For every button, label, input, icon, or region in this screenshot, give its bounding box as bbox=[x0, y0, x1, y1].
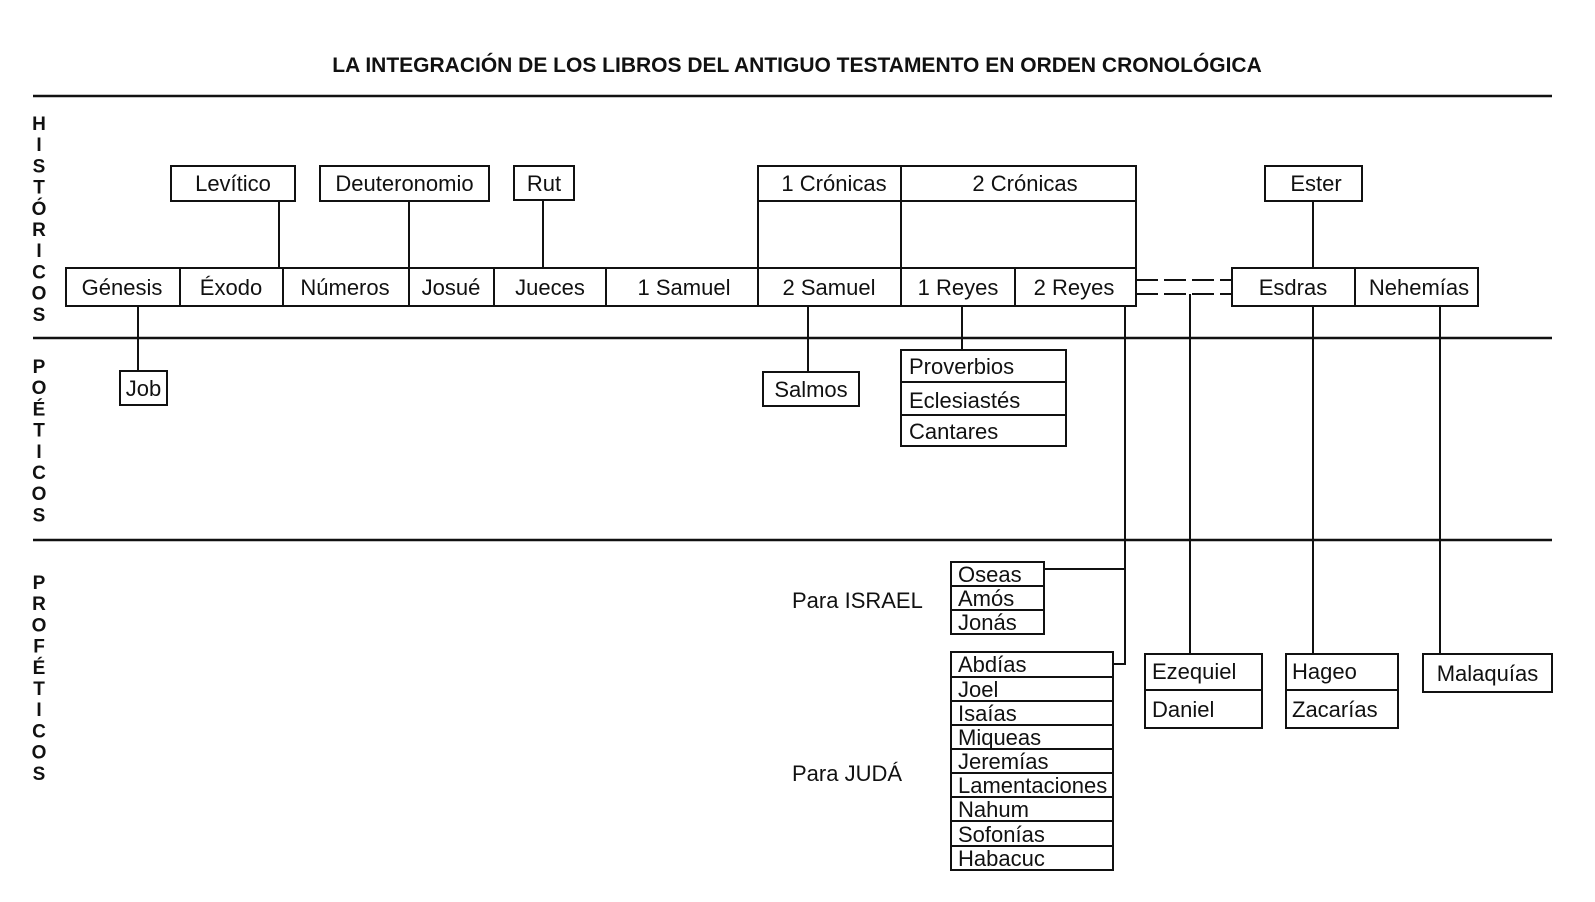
book-levitico: Levítico bbox=[195, 171, 271, 196]
book-ezequiel: Ezequiel bbox=[1152, 659, 1236, 684]
book-jonas: Jonás bbox=[958, 610, 1017, 635]
label-para-juda: Para JUDÁ bbox=[792, 761, 902, 786]
box-proverbios bbox=[900, 349, 1067, 383]
book-joel: Joel bbox=[958, 677, 998, 702]
upper-history-row: Levítico Deuteronomio Rut 1 Crónicas 2 C… bbox=[170, 165, 1363, 202]
book-samuel2: 2 Samuel bbox=[783, 275, 876, 300]
diagram-title: LA INTEGRACIÓN DE LOS LIBROS DEL ANTIGUO… bbox=[332, 53, 1261, 77]
book-josue: Josué bbox=[422, 275, 481, 300]
book-abdias: Abdías bbox=[958, 652, 1027, 677]
box-genesis bbox=[65, 267, 181, 307]
box-cantares bbox=[900, 414, 1067, 447]
book-samuel1: 1 Samuel bbox=[638, 275, 731, 300]
box-joel bbox=[950, 676, 1114, 702]
main-history-row: Génesis Éxodo Números Josué Jueces 1 Sam… bbox=[65, 267, 1479, 307]
book-rut: Rut bbox=[527, 171, 561, 196]
label-para-israel: Para ISRAEL bbox=[792, 588, 923, 613]
book-amos: Amós bbox=[958, 586, 1014, 611]
book-numeros: Números bbox=[300, 275, 389, 300]
connectors bbox=[137, 200, 1441, 665]
book-exodo: Éxodo bbox=[200, 275, 262, 300]
box-hageo bbox=[1285, 653, 1399, 691]
box-jeremias bbox=[950, 748, 1114, 774]
book-isaias: Isaías bbox=[958, 701, 1017, 726]
book-nahum: Nahum bbox=[958, 797, 1029, 822]
box-esdras bbox=[1231, 267, 1356, 307]
box-deuteronomio bbox=[319, 165, 490, 202]
box-habacuc bbox=[950, 845, 1114, 871]
book-salmos: Salmos bbox=[774, 377, 847, 402]
box-sofonias bbox=[950, 820, 1114, 847]
book-malaquias: Malaquías bbox=[1437, 661, 1539, 686]
box-cronicas2 bbox=[900, 165, 1137, 202]
book-ester: Ester bbox=[1290, 171, 1341, 196]
box-josue bbox=[408, 267, 495, 307]
box-rut bbox=[513, 165, 575, 201]
book-eclesiastes: Eclesiastés bbox=[909, 388, 1020, 413]
box-exodo bbox=[179, 267, 284, 307]
box-ester bbox=[1264, 165, 1363, 202]
box-zacarias bbox=[1285, 689, 1399, 729]
book-miqueas: Miqueas bbox=[958, 725, 1041, 750]
poetic-books: Job Salmos Proverbios Eclesiastés Cantar… bbox=[119, 349, 1067, 447]
box-levitico bbox=[170, 165, 296, 202]
box-eclesiastes bbox=[900, 381, 1067, 416]
box-samuel2 bbox=[757, 267, 902, 307]
book-reyes2: 2 Reyes bbox=[1034, 275, 1115, 300]
box-malaquias bbox=[1422, 653, 1553, 693]
box-salmos bbox=[762, 371, 860, 407]
book-cronicas1: 1 Crónicas bbox=[781, 171, 886, 196]
book-reyes1: 1 Reyes bbox=[918, 275, 999, 300]
box-samuel1 bbox=[605, 267, 759, 307]
box-jueces bbox=[493, 267, 607, 307]
box-oseas bbox=[950, 561, 1045, 587]
book-job: Job bbox=[126, 376, 161, 401]
box-cronicas1 bbox=[757, 165, 902, 202]
book-jeremias: Jeremías bbox=[958, 749, 1048, 774]
book-cronicas2: 2 Crónicas bbox=[972, 171, 1077, 196]
book-lamentaciones: Lamentaciones bbox=[958, 773, 1107, 798]
book-cantares: Cantares bbox=[909, 419, 998, 444]
box-abdias bbox=[950, 651, 1114, 678]
book-oseas: Oseas bbox=[958, 562, 1022, 587]
book-hageo: Hageo bbox=[1292, 659, 1357, 684]
book-daniel: Daniel bbox=[1152, 697, 1214, 722]
box-job bbox=[119, 370, 168, 406]
connector-juda bbox=[1113, 569, 1126, 665]
prophetic-books: Para ISRAEL Para JUDÁ Oseas Amós Jonás A… bbox=[792, 561, 1553, 871]
box-nehemias bbox=[1354, 267, 1479, 307]
book-zacarias: Zacarías bbox=[1292, 697, 1378, 722]
box-miqueas bbox=[950, 724, 1114, 750]
book-habacuc: Habacuc bbox=[958, 846, 1045, 871]
book-esdras: Esdras bbox=[1259, 275, 1327, 300]
book-nehemias: Nehemías bbox=[1369, 275, 1469, 300]
box-daniel bbox=[1144, 689, 1263, 729]
box-lamentaciones bbox=[950, 772, 1114, 798]
book-jueces: Jueces bbox=[515, 275, 585, 300]
box-reyes2 bbox=[1014, 267, 1137, 307]
book-genesis: Génesis bbox=[82, 275, 163, 300]
box-nahum bbox=[950, 796, 1114, 822]
book-sofonias: Sofonías bbox=[958, 822, 1045, 847]
book-deuteronomio: Deuteronomio bbox=[335, 171, 473, 196]
box-jonas bbox=[950, 609, 1045, 635]
book-proverbios: Proverbios bbox=[909, 354, 1014, 379]
